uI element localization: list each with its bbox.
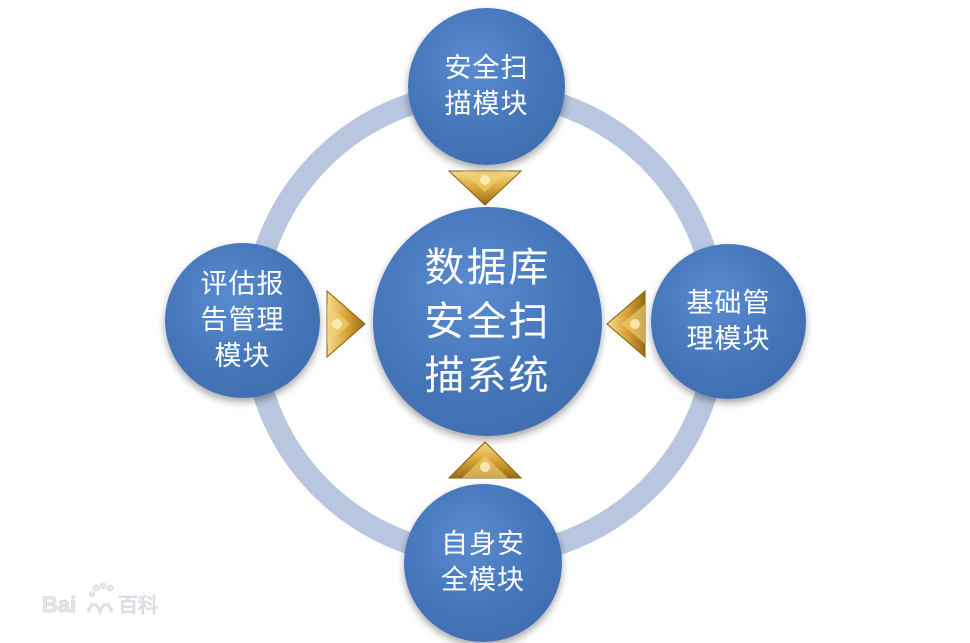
center-label: 数据库 安全扫 描系统 <box>424 244 551 399</box>
arrow-top-to-center <box>447 170 523 206</box>
node-label: 安全扫 描模块 <box>444 52 529 120</box>
arrow-right-to-center <box>606 289 646 359</box>
node-security-scan-module: 安全扫 描模块 <box>408 8 565 165</box>
svg-text:Bai: Bai <box>42 592 76 617</box>
arrow-bottom-to-center <box>447 441 523 479</box>
node-database-security-scan-system: 数据库 安全扫 描系统 <box>373 207 602 436</box>
node-self-security-module: 自身安 全模块 <box>404 484 562 642</box>
node-label: 基础管 理模块 <box>686 287 771 355</box>
arrow-left-to-center <box>326 289 366 359</box>
svg-text:百科: 百科 <box>118 593 158 617</box>
baidu-baike-logo: Bai 百科 <box>42 582 158 617</box>
node-label: 自身安 全模块 <box>441 529 525 596</box>
node-label: 评估报 告管理 模块 <box>200 268 285 372</box>
node-basic-management-module: 基础管 理模块 <box>651 244 806 399</box>
node-assessment-report-module: 评估报 告管理 模块 <box>165 243 320 398</box>
